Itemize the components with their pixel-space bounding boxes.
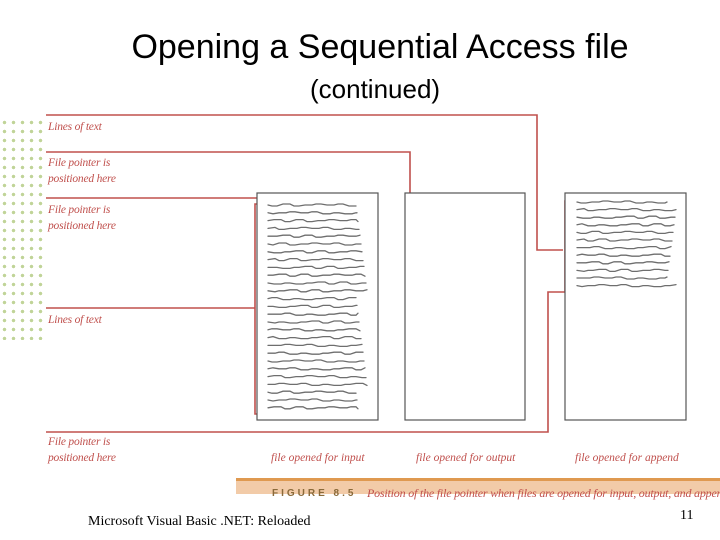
text-line-squiggle bbox=[267, 335, 362, 340]
text-line-squiggle bbox=[576, 253, 671, 257]
decorative-dot-pattern bbox=[0, 118, 46, 340]
caption-band bbox=[236, 478, 720, 494]
text-line-squiggle bbox=[576, 200, 668, 204]
figure-description: Position of the file pointer when files … bbox=[367, 486, 720, 500]
text-line-squiggle bbox=[267, 343, 363, 348]
text-line-squiggle bbox=[267, 211, 358, 215]
output-file-box bbox=[404, 192, 526, 421]
text-line-squiggle bbox=[267, 374, 367, 379]
label-pointer-top-line2: positioned here bbox=[48, 173, 116, 185]
text-line-squiggle bbox=[576, 207, 677, 212]
text-line-squiggle bbox=[267, 320, 360, 324]
text-line-squiggle bbox=[576, 261, 670, 265]
caption-append: file opened for append bbox=[575, 452, 679, 464]
slide-subtitle: (continued) bbox=[310, 74, 441, 104]
text-line-squiggle bbox=[576, 283, 677, 288]
text-line-squiggle bbox=[267, 281, 367, 285]
text-line-squiggle bbox=[267, 242, 362, 246]
text-line-squiggle bbox=[267, 250, 363, 254]
label-pointer-top-line1: File pointer is bbox=[48, 157, 111, 169]
text-line-squiggle bbox=[576, 276, 668, 280]
text-line-squiggle bbox=[267, 390, 357, 394]
text-line-squiggle bbox=[267, 328, 361, 332]
label-lines-of-text-top: Lines of text bbox=[48, 121, 102, 133]
text-line-squiggle bbox=[267, 382, 368, 387]
text-line-squiggle bbox=[576, 245, 672, 250]
page-number: 11 bbox=[680, 508, 694, 523]
caption-output: file opened for output bbox=[416, 452, 516, 464]
text-line-squiggle bbox=[576, 215, 676, 219]
caption-input: file opened for input bbox=[271, 452, 365, 464]
text-line-squiggle bbox=[576, 268, 669, 273]
label-pointer-bottom-line1: File pointer is bbox=[48, 436, 111, 448]
label-lines-of-text-mid: Lines of text bbox=[48, 314, 102, 326]
text-line-squiggle bbox=[576, 238, 673, 242]
text-line-squiggle bbox=[267, 226, 360, 231]
text-line-squiggle bbox=[267, 296, 357, 301]
footer-text: Microsoft Visual Basic .NET: Reloaded bbox=[88, 514, 311, 529]
text-line-squiggle bbox=[267, 367, 366, 371]
text-line-squiggle bbox=[267, 273, 366, 277]
label-pointer-mid-line2: positioned here bbox=[48, 220, 116, 232]
append-file-box bbox=[564, 192, 687, 421]
text-line-squiggle bbox=[267, 203, 357, 207]
text-line-squiggle bbox=[267, 406, 359, 410]
text-line-squiggle bbox=[267, 398, 358, 402]
text-line-squiggle bbox=[267, 359, 365, 363]
label-pointer-mid-line1: File pointer is bbox=[48, 204, 111, 216]
text-line-squiggle bbox=[267, 312, 359, 316]
text-line-squiggle bbox=[267, 257, 364, 262]
text-line-squiggle bbox=[576, 223, 675, 227]
text-line-squiggle bbox=[267, 304, 358, 309]
text-line-squiggle bbox=[267, 289, 368, 293]
text-line-squiggle bbox=[576, 230, 674, 235]
text-line-squiggle bbox=[267, 265, 365, 270]
label-pointer-bottom-line2: positioned here bbox=[48, 452, 116, 464]
text-line-squiggle bbox=[267, 218, 359, 223]
slide-title: Opening a Sequential Access file bbox=[131, 28, 629, 66]
text-line-squiggle bbox=[267, 234, 361, 238]
text-line-squiggle bbox=[267, 351, 364, 355]
figure-number: FIGURE 8.5 bbox=[272, 488, 357, 499]
